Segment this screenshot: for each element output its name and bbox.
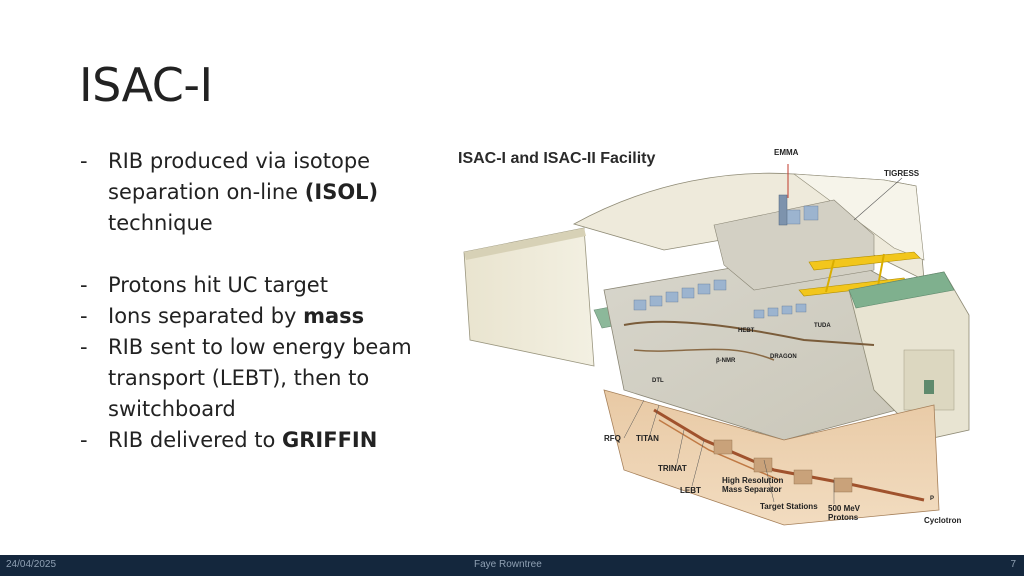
label-p: P: [930, 496, 935, 502]
bullet-text: RIB sent to low energy beam: [108, 335, 412, 359]
label-trinat: TRINAT: [658, 464, 687, 473]
bullet-text-part: Ions separated by: [108, 304, 304, 328]
label-lebt: LEBT: [680, 486, 701, 495]
label-target-stations: Target Stations: [760, 502, 818, 511]
bullet-item-lebt: - RIB sent to low energy beam transport …: [80, 332, 440, 425]
bullet-text-part: RIB delivered to: [108, 428, 282, 452]
label-500mev-protons: 500 MeV Protons: [828, 504, 860, 522]
bullet-text: RIB produced via isotope: [108, 149, 371, 173]
label-line: Mass Separator: [722, 485, 782, 494]
label-line: High Resolution: [722, 476, 784, 485]
footer-date: 24/04/2025: [6, 559, 57, 570]
label-rfq: RFQ: [604, 434, 621, 443]
bullet-text: separation on-line (ISOL): [108, 177, 440, 208]
bullet-text-part: separation on-line: [108, 180, 305, 204]
label-line: 500 MeV: [828, 504, 861, 513]
label-dtl: DTL: [652, 378, 664, 384]
bullet-item-griffin: - RIB delivered to GRIFFIN: [80, 425, 440, 456]
slide-title: ISAC-I: [79, 58, 213, 112]
label-line: Protons: [828, 513, 859, 522]
label-hebt: HEBT: [738, 328, 755, 334]
bullet-dash: -: [80, 304, 88, 328]
label-high-resolution-mass-separator: High Resolution Mass Separator: [722, 476, 783, 494]
slide-footer: 24/04/2025 Faye Rowntree 7: [0, 555, 1024, 576]
label-tigress: TIGRESS: [884, 169, 920, 178]
figure-title: ISAC-I and ISAC-II Facility: [458, 150, 656, 167]
footer-page-number: 7: [1010, 559, 1016, 570]
facility-cutaway-illustration: [463, 164, 970, 526]
label-emma: EMMA: [774, 148, 799, 157]
bullet-text-bold: mass: [303, 304, 365, 328]
label-dragon: DRAGON: [770, 354, 797, 360]
footer-author: Faye Rowntree: [474, 559, 542, 570]
bullet-text: transport (LEBT), then to: [108, 366, 370, 390]
label-cyclotron: Cyclotron: [924, 516, 962, 525]
label-titan: TITAN: [636, 434, 659, 443]
bullet-item-protons: - Protons hit UC target: [80, 270, 440, 301]
bullet-text: technique: [108, 211, 213, 235]
bullet-text: switchboard: [108, 397, 236, 421]
bullet-text-bold: (ISOL): [304, 180, 379, 204]
facility-figure: ISAC-I and ISAC-II Facility EMMA TIGRESS…: [454, 140, 974, 532]
bullet-text: Protons hit UC target: [108, 273, 328, 297]
label-beta-nmr: β-NMR: [716, 358, 736, 364]
bullet-text-bold: GRIFFIN: [282, 428, 378, 452]
bullet-text: Ions separated by mass: [108, 301, 440, 332]
bullet-item-isol: - RIB produced via isotope separation on…: [80, 146, 440, 239]
bullet-item-mass: - Ions separated by mass: [80, 301, 440, 332]
label-tuda: TUDA: [814, 323, 831, 329]
bullet-dash: -: [80, 149, 88, 173]
bullet-dash: -: [80, 335, 88, 359]
bullet-list: - RIB produced via isotope separation on…: [80, 146, 440, 456]
bullet-dash: -: [80, 428, 88, 452]
bullet-spacer: [80, 239, 440, 270]
bullet-text: RIB delivered to GRIFFIN: [108, 425, 440, 456]
bullet-dash: -: [80, 273, 88, 297]
